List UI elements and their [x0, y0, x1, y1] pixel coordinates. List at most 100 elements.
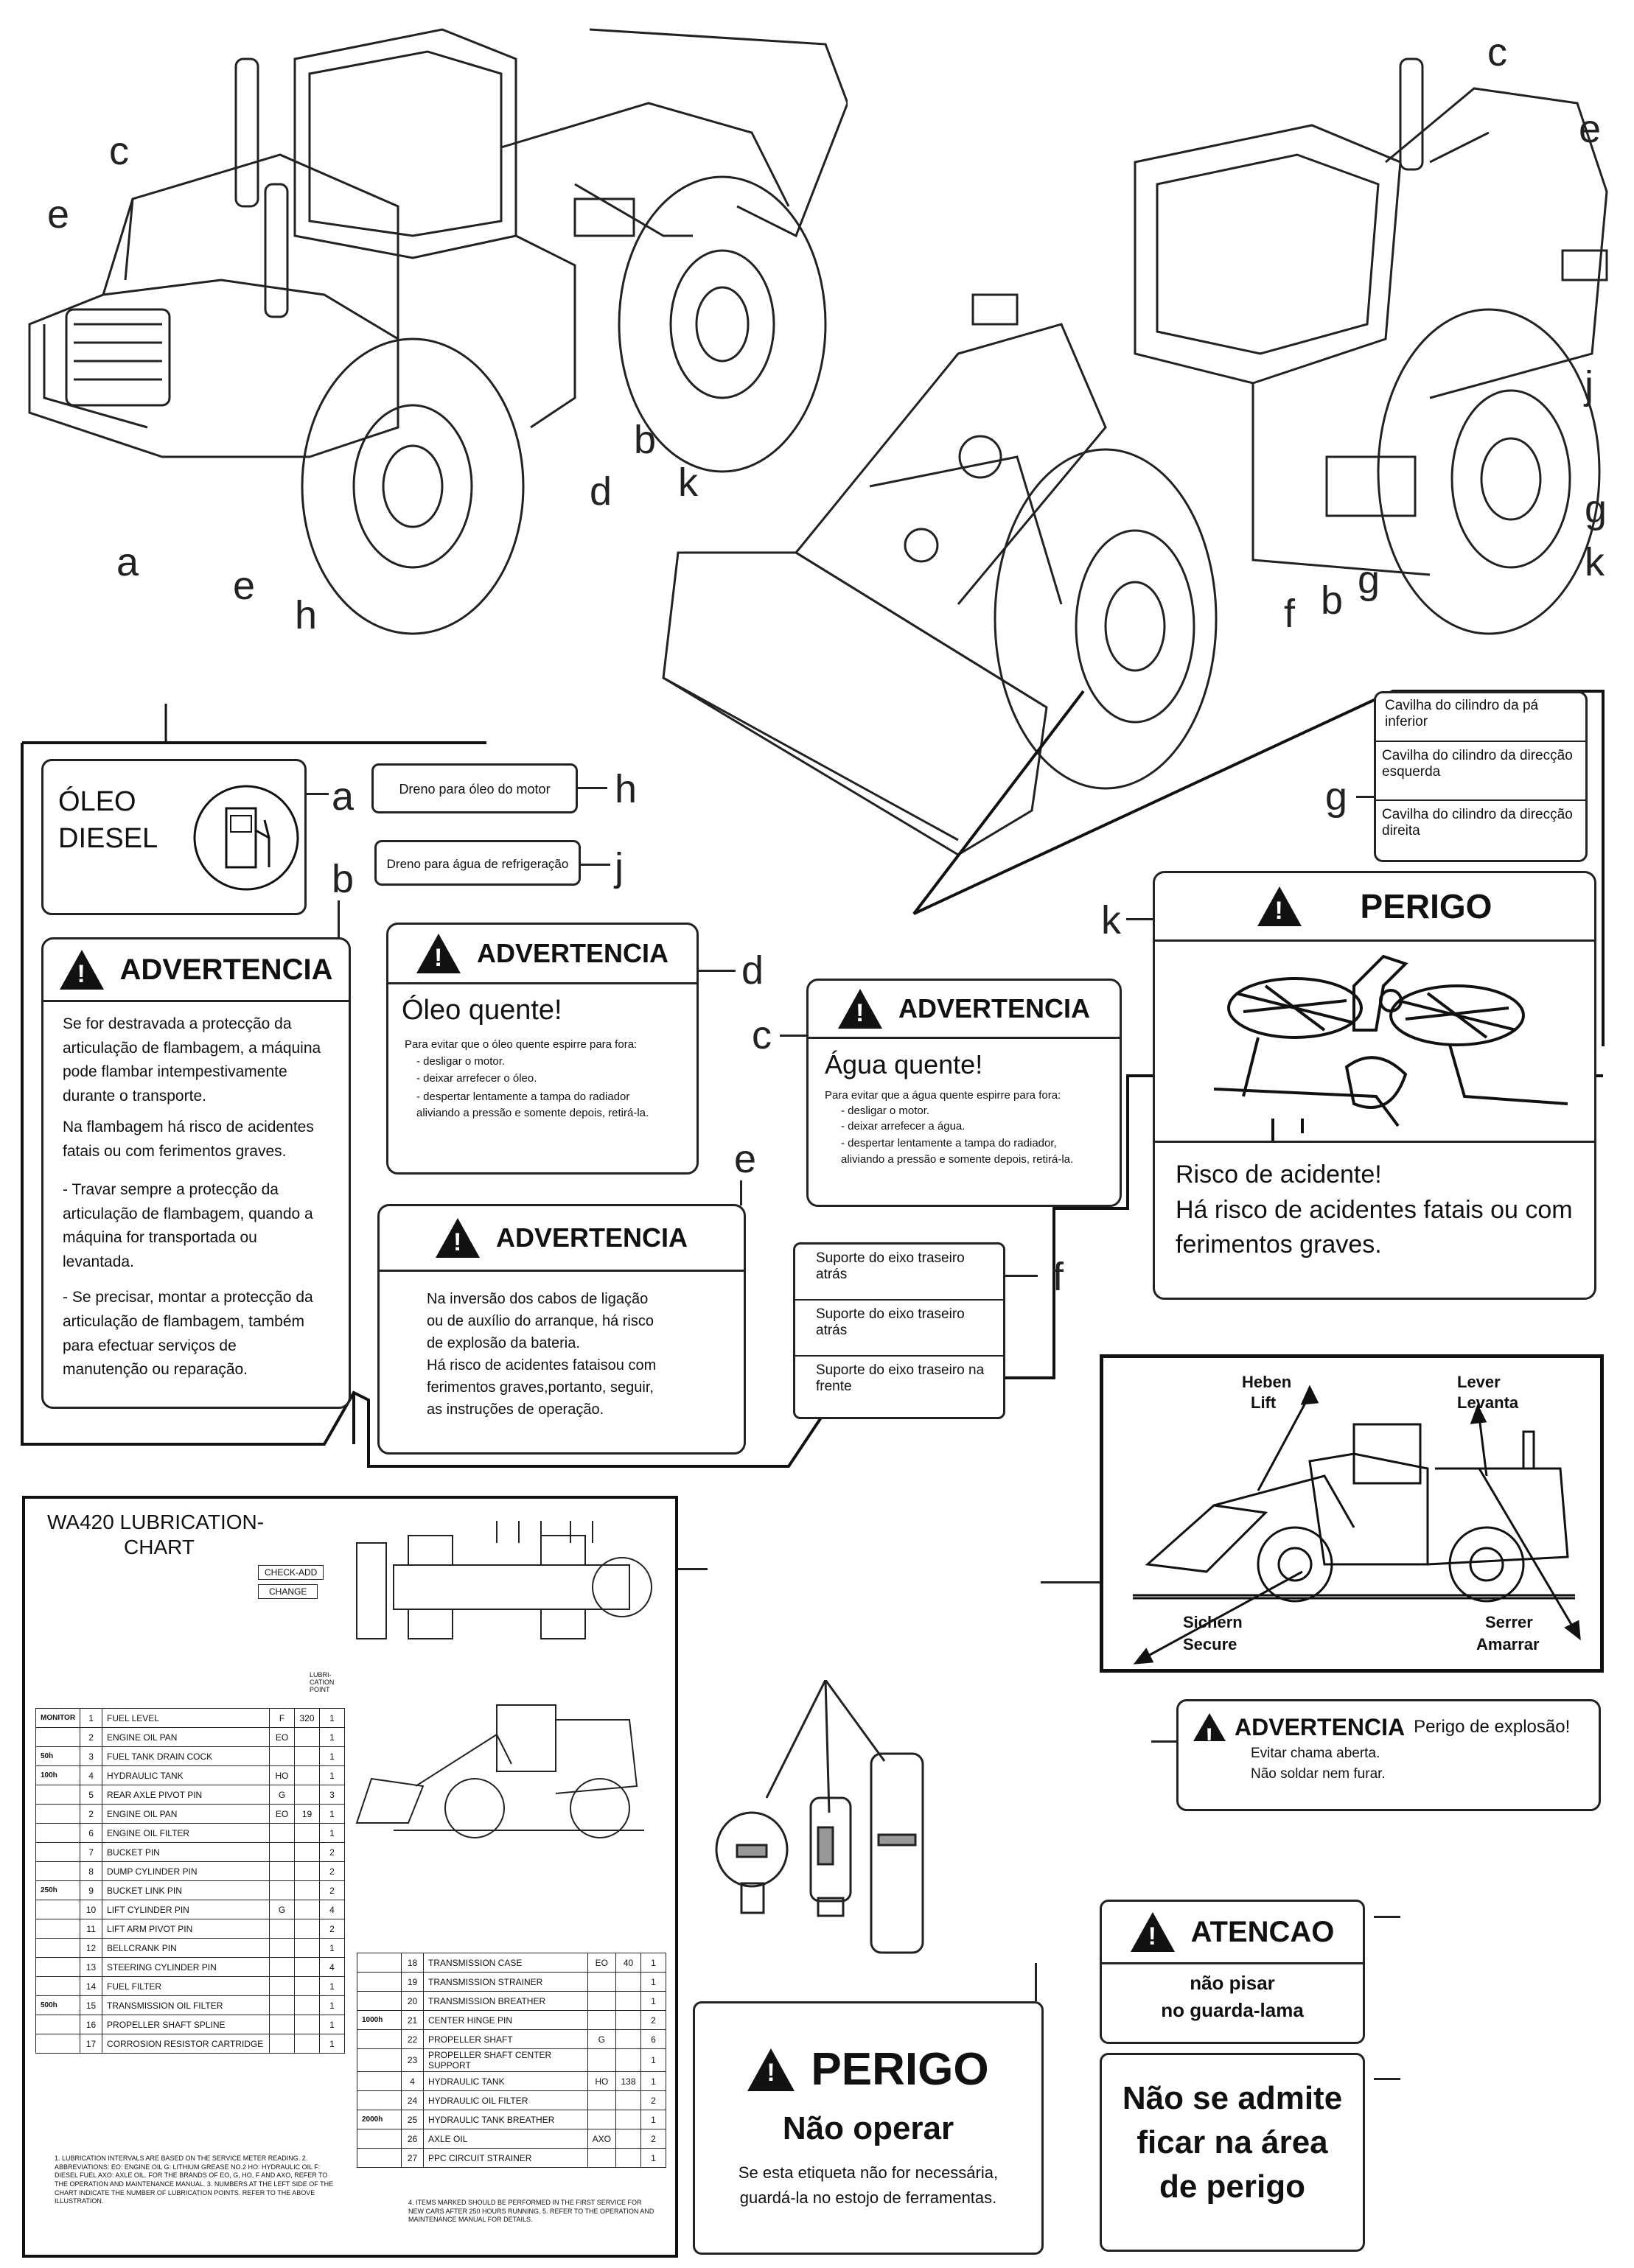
lub-cell-item: ENGINE OIL PAN [102, 1804, 270, 1824]
lub-cell-type: G [269, 1785, 295, 1805]
warning-icon [1193, 1713, 1226, 1752]
lub-cell-type: EO [587, 1953, 617, 1973]
lub-title-2: CHART [124, 1536, 195, 1558]
c-heading: Água quente! [825, 1049, 983, 1079]
perigo-header: PERIGO [695, 2003, 1041, 2096]
leader-explosion [1151, 1740, 1176, 1743]
lub-side-view-diagram [355, 1704, 644, 1838]
lub-cell-no: 18 [401, 1953, 424, 1973]
explosion-line-2: Não soldar nem furar. [1251, 1766, 1386, 1782]
lub-cell-no: 22 [401, 2029, 424, 2049]
lub-cell-no: 10 [80, 1900, 103, 1919]
e-line-6: as instruções de operação. [427, 1401, 604, 1418]
k-title: PERIGO [1360, 887, 1492, 925]
decal-d-hot-oil: ADVERTENCIA Óleo quente! Para evitar que… [386, 923, 699, 1175]
lub-cell-interval [357, 2148, 402, 2168]
callout-g-right2: g [1358, 558, 1380, 602]
lub-cell-pts: 2 [319, 1842, 345, 1862]
c-item-2: - deixar arrefecer a água. [841, 1120, 966, 1133]
lub-cell-qty [294, 1765, 320, 1785]
lub-cell-no: 23 [401, 2048, 424, 2072]
warning-icon [416, 934, 461, 973]
warning-icon [435, 1218, 480, 1258]
lub-cell-item: HYDRAULIC TANK [423, 2071, 588, 2091]
callout-b-right: b [1321, 578, 1344, 623]
lub-cell-pts: 1 [640, 2048, 666, 2072]
c-intro: Para evitar que a água quente espirre pa… [825, 1089, 1061, 1102]
lub-change: CHANGE [258, 1584, 318, 1599]
lub-cell-no: 9 [80, 1880, 103, 1900]
lub-cell-item: BUCKET LINK PIN [102, 1880, 270, 1900]
decal-b-warning: ADVERTENCIA Se for destravada a protecçã… [41, 937, 351, 1409]
lub-cell-type [269, 1861, 295, 1881]
lub-cell-type [587, 1972, 617, 1992]
lub-cell-no: 25 [401, 2110, 424, 2129]
callout-j: j [615, 845, 624, 889]
lub-cell-item: STEERING CYLINDER PIN [102, 1957, 270, 1977]
lub-cell-no: 4 [401, 2071, 424, 2091]
lub-cell-no: 4 [80, 1765, 103, 1785]
g-item-1: Cavilha do cilindro da pá inferior [1376, 693, 1585, 742]
lub-cell-no: 12 [80, 1938, 103, 1958]
callout-e-right: e [1579, 107, 1602, 151]
lub-cell-item: LIFT ARM PIVOT PIN [102, 1919, 270, 1939]
lub-cell-item: REAR AXLE PIVOT PIN [102, 1785, 270, 1805]
amarrar-label: Amarrar [1476, 1635, 1540, 1653]
lub-cell-no: 14 [80, 1976, 103, 1996]
lub-cell-type [587, 1991, 617, 2011]
lub-cell-type: F [269, 1708, 295, 1728]
lub-cell-interval [35, 1957, 81, 1977]
callout-f-right: f [1284, 592, 1296, 636]
lub-cell-pts: 1 [319, 2015, 345, 2034]
lub-cell-no: 8 [80, 1861, 103, 1881]
lub-cell-type [269, 1919, 295, 1939]
lub-cell-pts: 2 [640, 2090, 666, 2110]
decal-f-axle-support: Suporte do eixo traseiro atrás Suporte d… [793, 1242, 1005, 1419]
lub-cell-item: AXLE OIL [423, 2129, 588, 2149]
lub-cell-pts: 4 [319, 1900, 345, 1919]
lub-cell-qty [294, 1976, 320, 1996]
k-line-1: Risco de acidente! [1176, 1161, 1382, 1189]
f-item-3: Suporte do eixo traseiro na frente [816, 1362, 985, 1394]
leader-b [338, 900, 340, 942]
leader-nao-admite [1374, 2078, 1400, 2080]
lub-cell-interval [35, 1861, 81, 1881]
sichern-label: Sichern [1183, 1613, 1243, 1631]
callout-f: f [1052, 1255, 1064, 1299]
lub-cell-pts: 1 [640, 1953, 666, 1973]
lub-cell-interval [35, 1823, 81, 1843]
lub-cell-qty [294, 2015, 320, 2034]
lub-cell-no: 6 [80, 1823, 103, 1843]
lub-cell-type [269, 1938, 295, 1958]
lub-cell-item: DUMP CYLINDER PIN [102, 1861, 270, 1881]
lub-cell-qty: 138 [615, 2071, 641, 2091]
lub-check-add: CHECK-ADD [258, 1565, 324, 1580]
e-line-2: ou de auxílio do arranque, há risco [427, 1313, 654, 1329]
lub-cell-pts: 1 [319, 1938, 345, 1958]
lub-cell-qty [615, 2010, 641, 2030]
lub-cell-item: TRANSMISSION BREATHER [423, 1991, 588, 2011]
callout-k-right: k [1585, 540, 1605, 584]
lub-cell-qty [294, 1938, 320, 1958]
lub-cell-item: ENGINE OIL FILTER [102, 1823, 270, 1843]
decal-j-drain-water: Dreno para água de refrigeração [374, 840, 581, 886]
lub-cell-pts: 1 [319, 1727, 345, 1747]
k-line-3: ferimentos graves. [1176, 1231, 1382, 1259]
lub-cell-pts: 1 [640, 2148, 666, 2168]
lub-cell-interval [357, 2129, 402, 2149]
c-title: ADVERTENCIA [898, 993, 1090, 1023]
lub-cell-no: 2 [80, 1804, 103, 1824]
callout-c-left: c [109, 129, 129, 173]
lub-cell-no: 26 [401, 2129, 424, 2149]
